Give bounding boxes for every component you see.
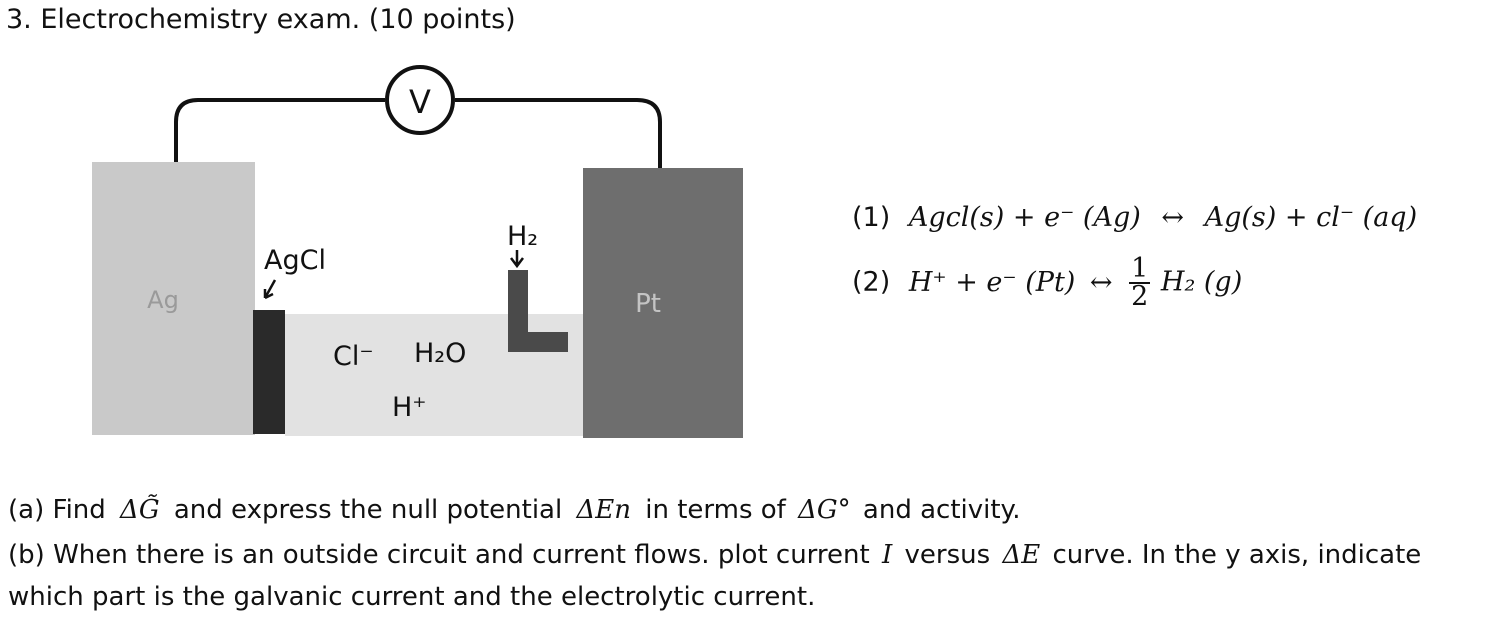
question-b-line-2: which part is the galvanic current and t… xyxy=(8,582,815,612)
pt-gas-electrode xyxy=(508,270,568,352)
question-b-line-1: (b) When there is an outside circuit and… xyxy=(8,540,1421,570)
reaction-1: (1) Agcl(s) + e⁻ (Ag) ↔ Ag(s) + cl⁻ (aq) xyxy=(852,202,1417,233)
reaction-1-number: (1) xyxy=(852,202,891,233)
water-label: H₂O xyxy=(414,338,466,369)
reaction-2-number: (2) xyxy=(852,266,891,298)
question-b-label: (b) xyxy=(8,540,45,570)
delta-e-symbol: ΔE xyxy=(1002,540,1041,570)
question-a-text-1: Find xyxy=(52,495,106,525)
pt-electrode-label: Pt xyxy=(635,289,661,319)
question-b-text-1: When there is an outside circuit and cur… xyxy=(53,540,870,570)
reaction-1-arrow: ↔ xyxy=(1161,202,1184,233)
reaction-2-lhs: H⁺ + e⁻ (Pt) xyxy=(908,266,1076,298)
delta-g-tilde-symbol: ΔG̃ xyxy=(120,495,160,525)
agcl-coating xyxy=(253,310,285,434)
question-a-label: (a) xyxy=(8,495,45,525)
reaction-2: (2) H⁺ + e⁻ (Pt) ↔ 1 2 H₂ (g) xyxy=(852,253,1243,312)
question-a-text-3: in terms of xyxy=(645,495,786,525)
pt-electrode xyxy=(583,168,743,438)
question-title: 3. Electrochemistry exam. (10 points) xyxy=(6,4,516,35)
fraction-numerator: 1 xyxy=(1129,253,1151,284)
proton-label: H⁺ xyxy=(392,392,427,423)
ag-electrode xyxy=(92,162,255,435)
half-fraction: 1 2 xyxy=(1129,253,1151,312)
voltmeter-icon xyxy=(385,65,455,135)
agcl-arrow-icon xyxy=(263,279,277,300)
delta-e-null-symbol: ΔEn xyxy=(576,495,631,525)
agcl-label: AgCl xyxy=(264,245,326,276)
question-a: (a) Find ΔG̃ and express the null potent… xyxy=(8,495,1021,525)
reaction-1-rhs: Ag(s) + cl⁻ (aq) xyxy=(1204,202,1418,233)
reaction-2-rhs: H₂ (g) xyxy=(1160,266,1243,298)
delta-g-standard-symbol: ΔG° xyxy=(798,495,851,525)
h2-gas-label: H₂ xyxy=(507,221,538,252)
reaction-2-arrow: ↔ xyxy=(1089,266,1113,298)
question-a-text-4: and activity. xyxy=(862,495,1021,525)
fraction-denominator: 2 xyxy=(1131,281,1149,312)
question-b-text-2: versus xyxy=(904,540,991,570)
circuit-wire xyxy=(174,98,662,168)
ag-electrode-label: Ag xyxy=(147,286,179,314)
voltmeter-label: V xyxy=(409,83,431,121)
question-a-text-2: and express the null potential xyxy=(173,495,563,525)
h2-arrow-icon xyxy=(510,250,524,269)
reaction-1-lhs: Agcl(s) + e⁻ (Ag) xyxy=(908,202,1141,233)
chloride-ion-label: Cl⁻ xyxy=(333,341,374,372)
question-b-text-4: which part is the galvanic current and t… xyxy=(8,582,816,612)
question-b-text-3: curve. In the y axis, indicate xyxy=(1052,540,1422,570)
current-symbol: I xyxy=(881,540,893,570)
